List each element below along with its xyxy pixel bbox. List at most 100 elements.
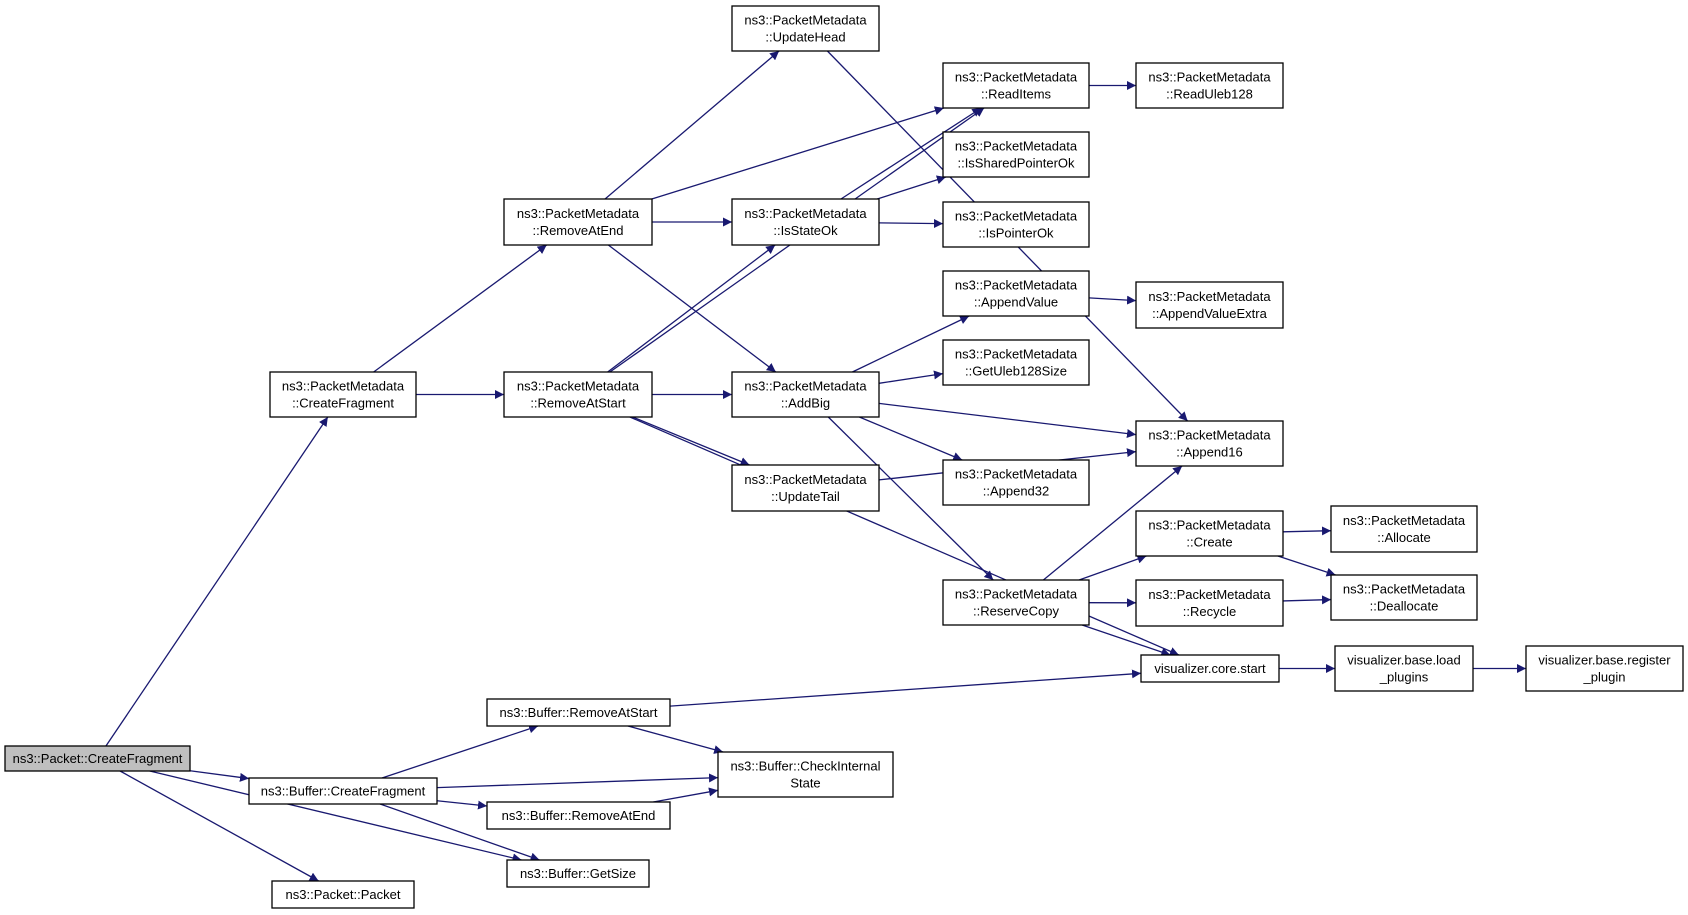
node-label-line: ::ReadUleb128 (1166, 87, 1253, 102)
node-box (942, 270, 1090, 317)
edge-pkt_cf-to-buf_cf (189, 770, 250, 782)
node-label-line: ::IsStateOk (773, 223, 838, 238)
node-label-line: ns3::PacketMetadata (1148, 587, 1271, 602)
edges-layer (105, 50, 1526, 882)
node-label-line: ::IsSharedPointerOk (957, 156, 1075, 171)
node-buf-rae[interactable]: ns3::Buffer::RemoveAtEnd (486, 801, 671, 830)
node-label-line: ::Create (1186, 535, 1232, 550)
node-label-line: ns3::PacketMetadata (517, 379, 640, 394)
node-label-line: ns3::PacketMetadata (744, 206, 867, 221)
node-label-line: ns3::PacketMetadata (955, 209, 1078, 224)
node-label-line: ns3::PacketMetadata (955, 467, 1078, 482)
node-pm-dealloc[interactable]: ns3::PacketMetadata::Deallocate (1330, 574, 1478, 621)
node-label-line: ::RemoveAtStart (530, 396, 626, 411)
node-vis-lp[interactable]: visualizer.base.load_plugins (1334, 645, 1474, 692)
node-pm-ras[interactable]: ns3::PacketMetadata::RemoveAtStart (503, 371, 653, 418)
node-pm-alloc[interactable]: ns3::PacketMetadata::Allocate (1330, 505, 1478, 553)
node-pm-rae[interactable]: ns3::PacketMetadata::RemoveAtEnd (503, 198, 653, 246)
node-pm-uh[interactable]: ns3::PacketMetadata::UpdateHead (731, 5, 880, 52)
node-label-line: ::Append32 (983, 484, 1050, 499)
node-box (731, 464, 880, 512)
edge-pm_rc-to-vis_cs (1081, 624, 1171, 657)
nodes-layer: ns3::Packet::CreateFragment ns3::PacketMe… (4, 5, 1684, 909)
node-vis-cs[interactable]: visualizer.core.start (1140, 654, 1280, 683)
node-box (1135, 281, 1284, 329)
node-box (1334, 645, 1474, 692)
node-box (731, 198, 880, 246)
node-label-line: ns3::PacketMetadata (955, 70, 1078, 85)
node-label-line: ::ReserveCopy (973, 604, 1059, 619)
node-label-line: ::AppendValueExtra (1152, 306, 1267, 321)
node-pkt-packet[interactable]: ns3::Packet::Packet (271, 880, 415, 909)
edge-buf_cf-to-buf_rae (436, 800, 488, 810)
node-box (1135, 420, 1284, 467)
node-label-line: ::GetUleb128Size (965, 364, 1067, 379)
node-buf-gs[interactable]: ns3::Buffer::GetSize (506, 859, 650, 888)
node-pm-ipo[interactable]: ns3::PacketMetadata::IsPointerOk (942, 201, 1090, 248)
node-box (1330, 505, 1478, 553)
node-label-line: ns3::PacketMetadata (1343, 513, 1466, 528)
node-label-line: visualizer.core.start (1154, 661, 1266, 676)
node-buf-cf[interactable]: ns3::Buffer::CreateFragment (248, 777, 438, 805)
node-box (1135, 62, 1284, 109)
edge-pm_ab-to-pm_a32 (859, 416, 963, 461)
node-label-line: ::ReadItems (981, 87, 1052, 102)
node-pm-ut[interactable]: ns3::PacketMetadata::UpdateTail (731, 464, 880, 512)
node-box (4, 745, 191, 772)
node-label-line: ns3::Buffer::RemoveAtStart (500, 705, 658, 720)
node-pkt-cf[interactable]: ns3::Packet::CreateFragment (4, 745, 191, 772)
node-label-line: visualizer.base.load (1347, 653, 1460, 668)
node-box (503, 371, 653, 418)
node-label-line: ns3::PacketMetadata (1148, 518, 1271, 533)
node-label-line: ns3::Buffer::RemoveAtEnd (502, 808, 656, 823)
edge-pm_ab-to-pm_rc (827, 416, 994, 581)
node-pm-create[interactable]: ns3::PacketMetadata::Create (1135, 510, 1284, 557)
node-pm-rc[interactable]: ns3::PacketMetadata::ReserveCopy (942, 579, 1090, 626)
node-pm-ab[interactable]: ns3::PacketMetadata::AddBig (731, 371, 880, 418)
node-label-line: ::AddBig (781, 396, 830, 411)
edge-pm_ras-to-pm_ut (632, 416, 750, 466)
node-label-line: ns3::PacketMetadata (1343, 582, 1466, 597)
node-pm-ru[interactable]: ns3::PacketMetadata::ReadUleb128 (1135, 62, 1284, 109)
node-pm-gus[interactable]: ns3::PacketMetadata::GetUleb128Size (942, 339, 1090, 386)
node-label-line: ::IsPointerOk (978, 226, 1054, 241)
edge-pm_rae-to-pm_ri (651, 106, 944, 200)
edge-pm_av-to-pm_ave (1088, 295, 1137, 305)
node-box (1330, 574, 1478, 621)
node-label-line: ns3::Buffer::CheckInternal (730, 759, 880, 774)
node-pm-av[interactable]: ns3::PacketMetadata::AppendValue (942, 270, 1090, 317)
node-pm-a32[interactable]: ns3::PacketMetadata::Append32 (942, 459, 1090, 506)
node-box (248, 777, 438, 805)
node-label-line: ns3::PacketMetadata (955, 347, 1078, 362)
node-pm-ri[interactable]: ns3::PacketMetadata::ReadItems (942, 62, 1090, 109)
node-pm-recycle[interactable]: ns3::PacketMetadata::Recycle (1135, 579, 1284, 627)
edge-pkt_cf-to-pkt_packet (119, 770, 319, 882)
edge-pm_recycle-to-pm_dealloc (1282, 595, 1332, 605)
node-label-line: ns3::PacketMetadata (1148, 70, 1271, 85)
node-label-line: ::Deallocate (1370, 599, 1439, 614)
node-box (269, 371, 417, 418)
edge-pkt_cf-to-buf_gs (149, 770, 522, 863)
node-pm-ispo[interactable]: ns3::PacketMetadata::IsSharedPointerOk (942, 131, 1090, 178)
node-box (486, 698, 671, 727)
node-label-line: ns3::Buffer::GetSize (520, 866, 636, 881)
node-vis-rp[interactable]: visualizer.base.register_plugin (1525, 645, 1684, 692)
node-buf-ras[interactable]: ns3::Buffer::RemoveAtStart (486, 698, 671, 727)
edge-buf_rae-to-buf_cis (653, 787, 719, 803)
node-pm-ave[interactable]: ns3::PacketMetadata::AppendValueExtra (1135, 281, 1284, 329)
node-pm-a16[interactable]: ns3::PacketMetadata::Append16 (1135, 420, 1284, 467)
edge-pkt_cf-to-pm_cf (105, 416, 329, 747)
edge-pm_ras-to-pm_iso (607, 244, 776, 373)
node-box (1135, 510, 1284, 557)
edge-pm_create-to-pm_alloc (1282, 526, 1332, 536)
edge-buf_cf-to-buf_gs (379, 803, 540, 862)
node-label-line: ::UpdateTail (771, 489, 840, 504)
node-pm-cf[interactable]: ns3::PacketMetadata::CreateFragment (269, 371, 417, 418)
node-label-line: ns3::PacketMetadata (744, 472, 867, 487)
node-pm-iso[interactable]: ns3::PacketMetadata::IsStateOk (731, 198, 880, 246)
edge-pm_create-to-pm_dealloc (1277, 555, 1336, 577)
edge-pm_ab-to-pm_av (852, 315, 970, 373)
node-label-line: ::AppendValue (974, 295, 1058, 310)
